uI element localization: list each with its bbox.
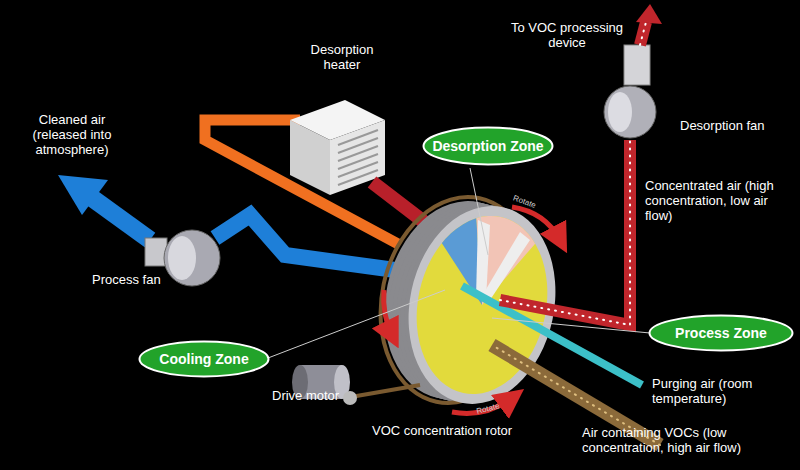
part-label: VOC concentration rotor bbox=[372, 423, 552, 438]
part-label: Air containing VOCs (low concentration, … bbox=[582, 425, 798, 455]
part-label: Desorption heater bbox=[297, 42, 387, 72]
outlet-head bbox=[636, 4, 662, 24]
cleaned-air-arrow bbox=[92, 198, 150, 240]
concentrated-air-duct bbox=[500, 140, 630, 325]
rotation-arrow bbox=[384, 290, 392, 335]
concentrated-air-dots bbox=[500, 140, 630, 325]
rotation-arrow bbox=[512, 207, 560, 240]
part-label: Cleaned air (released into atmosphere) bbox=[14, 112, 130, 157]
desorption-heater bbox=[290, 100, 385, 195]
zone-ellipse: Desorption Zone bbox=[422, 126, 554, 166]
leader-line bbox=[492, 318, 650, 333]
zone-name: Desorption Zone bbox=[432, 138, 543, 154]
zone-name: Cooling Zone bbox=[159, 351, 248, 367]
seal-plate bbox=[482, 232, 530, 300]
process-air-duct bbox=[215, 215, 410, 272]
desorption-fan bbox=[604, 45, 656, 138]
zone-text-box: Cooling Zone bbox=[138, 340, 270, 378]
part-label: To VOC processing device bbox=[497, 20, 637, 50]
orange-duct bbox=[205, 120, 400, 245]
cleaned-air-head bbox=[58, 175, 108, 215]
part-label: Drive motor bbox=[272, 388, 362, 403]
part-label: Process fan bbox=[92, 272, 182, 287]
zone-ellipse: Cooling Zone bbox=[138, 340, 270, 378]
leader-line bbox=[470, 168, 488, 255]
part-label: Purging air (room temperature) bbox=[652, 376, 800, 406]
leader-line bbox=[268, 290, 445, 358]
zone-text-box: Process Zone bbox=[648, 314, 794, 352]
purging-air-duct bbox=[462, 286, 642, 385]
part-label: Concentrated air (high concentration, lo… bbox=[645, 178, 797, 223]
outlet-duct bbox=[640, 22, 646, 45]
part-label: Desorption fan bbox=[680, 118, 790, 133]
zone-ellipse: Process Zone bbox=[648, 314, 794, 352]
zone-name: Process Zone bbox=[675, 325, 767, 341]
zone-text-box: Desorption Zone bbox=[422, 126, 554, 166]
outlet-dots bbox=[640, 22, 646, 45]
